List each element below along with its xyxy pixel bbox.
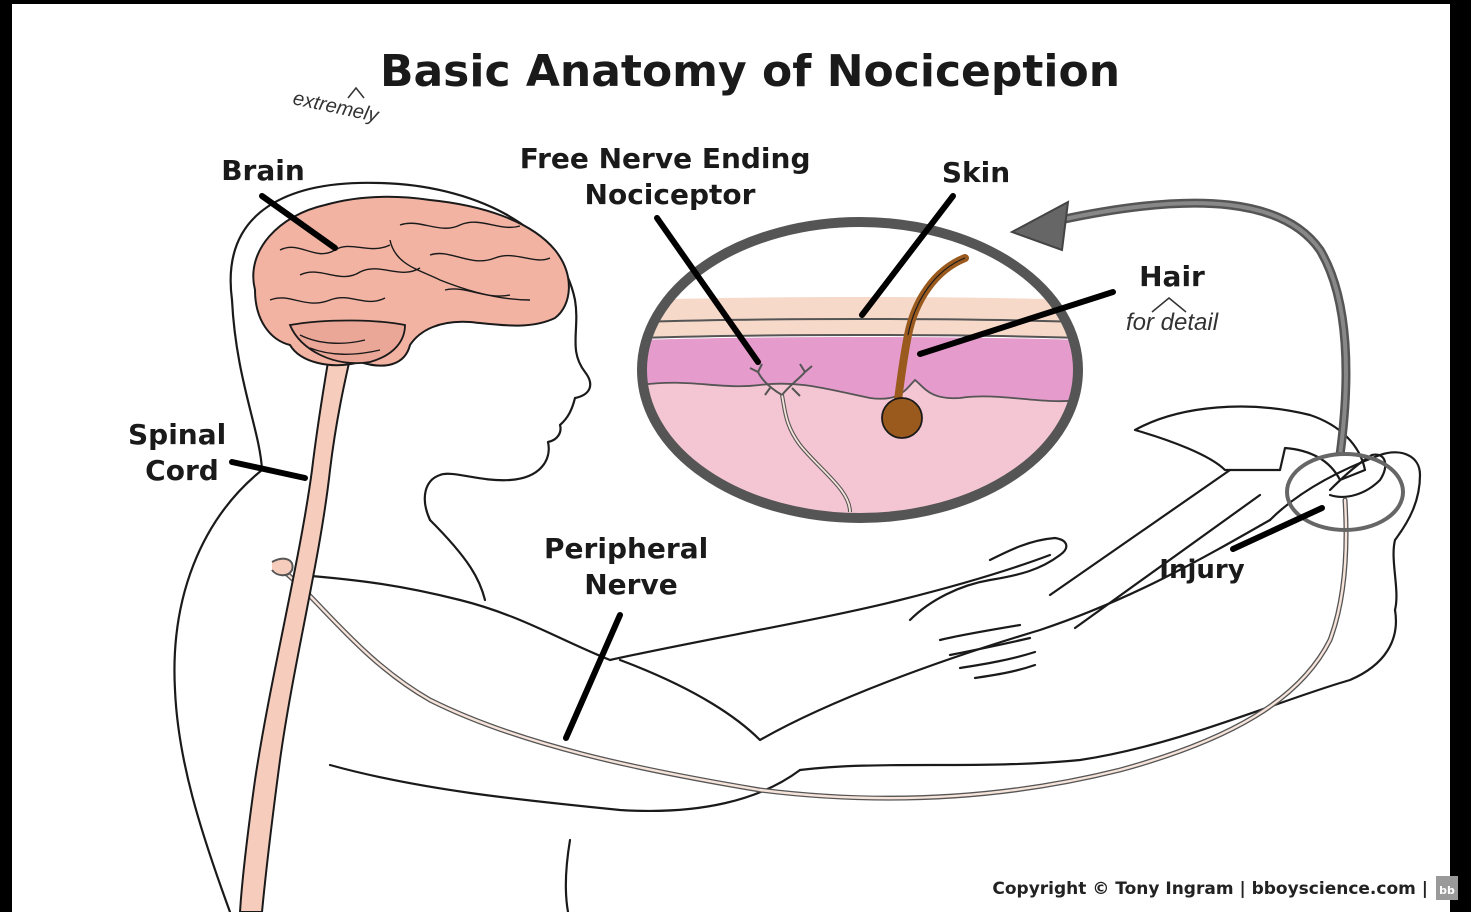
torso-lower-outline: [566, 840, 570, 912]
brain-label: Brain: [221, 154, 305, 187]
peripheral-nerve-label-line1: Peripheral: [544, 532, 708, 565]
injury-label: Injury: [1159, 555, 1244, 585]
near-arm-bottom: [330, 765, 800, 811]
torso-front-outline: [430, 520, 485, 600]
near-hand-outline: [910, 538, 1066, 620]
title-annotation: extremely: [291, 87, 381, 127]
free-nerve-ending-label-line1: Free Nerve Ending: [520, 142, 811, 175]
peripheral-nerve-leader: [566, 615, 620, 738]
site-logo-text: bb: [1439, 884, 1455, 897]
site-logo: bb: [1436, 876, 1458, 900]
hammer-handle: [1050, 470, 1260, 628]
hair-annotation: for detail: [1126, 309, 1219, 336]
neck-back-outline: [232, 300, 262, 470]
peripheral-nerve-label-line2: Nerve: [584, 568, 677, 601]
free-nerve-ending-label-line2: Nociceptor: [585, 178, 756, 211]
spinal-cord-leader: [232, 462, 305, 478]
extremely-caret: [348, 88, 364, 98]
diagram-title: Basic Anatomy of Nociception: [380, 46, 1120, 97]
peripheral-nerve-label: Peripheral Nerve: [544, 532, 718, 601]
nerve-root: [272, 559, 293, 576]
hair-label: Hair: [1139, 260, 1205, 293]
far-forearm-bottom: [800, 610, 1396, 770]
fingers-outline: [940, 625, 1035, 678]
skin-label: Skin: [942, 156, 1010, 189]
spinal-cord-label: Spinal Cord: [128, 418, 236, 487]
skin-magnified-view: [640, 220, 1080, 530]
peripheral-nerve-path: [280, 500, 1346, 798]
copyright-notice: Copyright © Tony Ingram | bboyscience.co…: [992, 879, 1428, 899]
hammer-head: [1135, 407, 1365, 480]
free-nerve-ending-label: Free Nerve Ending Nociceptor: [520, 142, 821, 211]
spinal-cord-label-line2: Cord: [145, 454, 219, 487]
spinal-cord-label-line1: Spinal: [128, 418, 226, 451]
